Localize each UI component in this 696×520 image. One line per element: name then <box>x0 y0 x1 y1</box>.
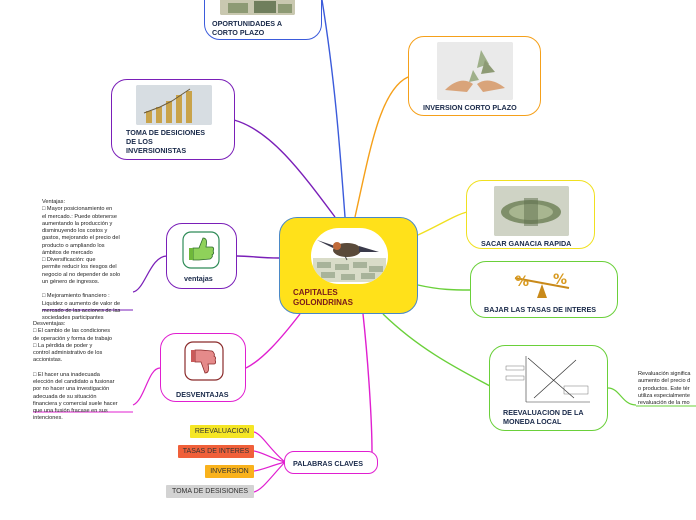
link-reevaluacion <box>382 313 491 387</box>
swallow-money-image <box>311 228 388 284</box>
coins-growth-image <box>136 85 212 125</box>
link-palabras <box>362 313 373 453</box>
money-stack-image <box>220 0 295 15</box>
revaluacion-note: Revaluación significa aumento del precio… <box>638 371 691 407</box>
keyword-tag-tasas-interes[interactable]: TASAS DE INTERES <box>178 445 254 458</box>
desventajas-note: Desventajas: □ El cambio de las condicio… <box>33 321 118 422</box>
keyword-tag-inversion[interactable]: INVERSION <box>205 465 254 478</box>
money-roll-image <box>494 186 569 236</box>
link-kw-3 <box>253 461 286 472</box>
link-bajar-tasas <box>417 284 471 291</box>
link-sacar-ganancia <box>417 211 468 236</box>
toma-decisiones-label: TOMA DE DESICIONES DE LOS INVERSIONISTAS <box>126 128 206 155</box>
link-kw-2 <box>253 450 286 463</box>
branch-desventajas[interactable]: DESVENTAJAS <box>160 333 246 402</box>
link-inversion-corto <box>354 76 409 218</box>
branch-reevaluacion[interactable]: REEVALUACION DE LA MONEDA LOCAL <box>489 345 608 431</box>
link-kw-4 <box>253 461 286 493</box>
svg-text:%: % <box>553 272 567 288</box>
branch-sacar-ganancia[interactable]: SACAR GANACIA RAPIDA <box>466 180 595 249</box>
ventajas-label: ventajas <box>184 274 213 283</box>
link-ventajas-note <box>132 255 168 293</box>
link-desventajas <box>245 313 301 369</box>
svg-text:%: % <box>515 274 529 290</box>
central-topic-title: CAPITALES GOLONDRINAS <box>293 288 353 307</box>
link-desventajas-note <box>132 367 161 406</box>
central-topic[interactable]: CAPITALES GOLONDRINAS <box>279 217 418 314</box>
oportunidades-label: OPORTUNIDADES A CORTO PLAZO <box>212 19 283 37</box>
link-toma-decisiones <box>233 119 336 218</box>
ventajas-note: Ventajas: □ Mayor posicionamiento en el … <box>42 199 121 322</box>
branch-toma-decisiones[interactable]: TOMA DE DESICIONES DE LOS INVERSIONISTAS <box>111 79 235 160</box>
keyword-tag-toma-desisiones[interactable]: TOMA DE DESISIONES <box>166 485 254 498</box>
link-reeval-note <box>607 387 637 406</box>
keyword-tag-reevaluacion[interactable]: REEVALUACION <box>190 425 254 438</box>
branch-oportunidades[interactable]: OPORTUNIDADES A CORTO PLAZO <box>204 0 322 40</box>
link-ventajas <box>236 255 280 259</box>
branch-bajar-tasas[interactable]: % % BAJAR LAS TASAS DE INTERES <box>470 261 618 318</box>
bajar-tasas-label: BAJAR LAS TASAS DE INTERES <box>484 305 597 314</box>
desventajas-label: DESVENTAJAS <box>176 390 229 399</box>
link-kw-1 <box>253 431 286 463</box>
hands-money-image <box>437 42 513 100</box>
branch-palabras-claves[interactable]: PALABRAS CLAVES <box>284 451 378 474</box>
reevaluacion-label: REEVALUACION DE LA MONEDA LOCAL <box>503 408 584 426</box>
sacar-ganancia-label: SACAR GANACIA RAPIDA <box>481 239 572 248</box>
branch-inversion-corto-plazo[interactable]: INVERSION CORTO PLAZO <box>408 36 541 116</box>
palabras-claves-label: PALABRAS CLAVES <box>293 459 364 468</box>
thumbs-down-icon <box>183 340 225 382</box>
link-oportunidades <box>321 0 346 218</box>
branch-ventajas[interactable]: ventajas <box>166 223 237 289</box>
thumbs-up-icon <box>181 230 221 270</box>
inversion-corto-label: INVERSION CORTO PLAZO <box>423 103 517 112</box>
percent-scale-icon: % % <box>509 266 575 300</box>
supply-demand-chart-image <box>504 352 592 406</box>
